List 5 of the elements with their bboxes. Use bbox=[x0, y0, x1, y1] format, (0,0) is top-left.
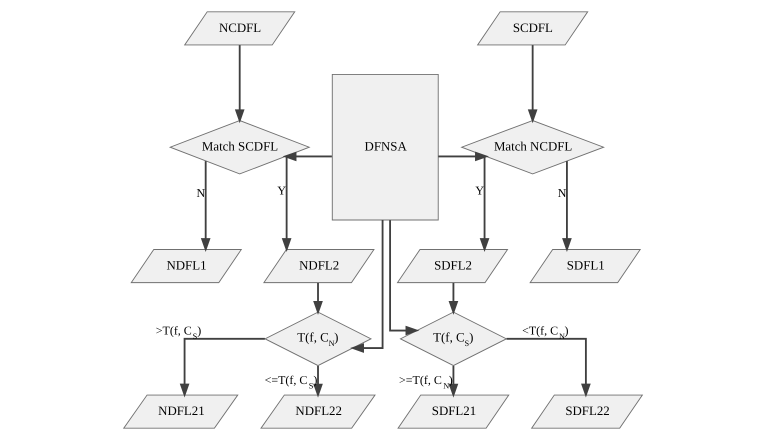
edge-label: N bbox=[196, 186, 206, 200]
edge-label: Y bbox=[475, 183, 484, 198]
edge-label: Y bbox=[277, 183, 286, 198]
edge-label: <=T(f, C$_{S}$) bbox=[264, 372, 318, 390]
edge-label: >=T(f, C$_{N}$) bbox=[399, 372, 453, 390]
